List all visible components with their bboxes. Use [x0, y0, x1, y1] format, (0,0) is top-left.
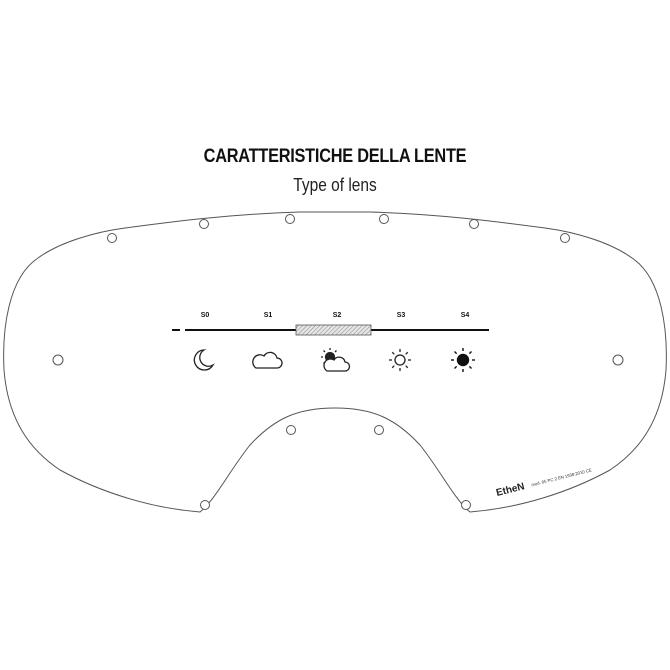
- lens-category-scale: [172, 324, 489, 336]
- certification-text: mod. 05 PC 2 EN 1938:2010 CE: [531, 467, 593, 487]
- sun-filled-icon: [451, 348, 475, 372]
- level-label-s1: S1: [264, 312, 273, 319]
- brand-logo: EtheN: [495, 481, 526, 499]
- page-title: CARATTERISTICHE DELLA LENTE: [203, 146, 467, 167]
- lens-notches: [107, 214, 570, 510]
- left-mount-hole: [52, 354, 64, 366]
- lens-outline: [3, 211, 667, 513]
- level-label-s3: S3: [397, 312, 406, 319]
- level-label-s0: S0: [201, 312, 210, 319]
- level-label-s2: S2: [333, 312, 342, 319]
- cloud-icon: [252, 351, 283, 369]
- sun-outline-icon: [389, 349, 411, 371]
- right-mount-hole: [612, 354, 624, 366]
- partly-sunny-icon: [321, 348, 351, 372]
- moon-icon: [193, 349, 215, 371]
- level-label-s4: S4: [461, 312, 470, 319]
- selected-category-highlight: [295, 324, 372, 336]
- page-subtitle: Type of lens: [293, 175, 377, 195]
